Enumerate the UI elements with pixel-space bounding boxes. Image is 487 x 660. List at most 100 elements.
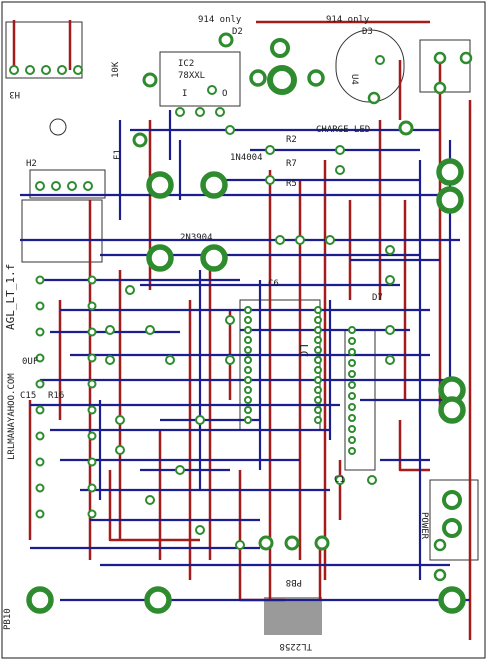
pad	[35, 431, 45, 441]
label-d2-note: 914 only	[198, 15, 242, 25]
pad	[9, 65, 19, 75]
pad	[307, 69, 325, 87]
pad	[265, 175, 275, 185]
pad	[105, 325, 115, 335]
pad	[87, 509, 97, 519]
pad	[314, 346, 322, 354]
label-10uf: 0UF	[22, 357, 38, 367]
pad	[433, 538, 447, 552]
label-pb10: PB10	[3, 608, 13, 630]
pad	[87, 327, 97, 337]
pad	[235, 540, 245, 550]
pad	[244, 356, 252, 364]
pad	[83, 181, 93, 191]
pad	[207, 85, 217, 95]
pad	[367, 91, 381, 105]
pad	[367, 475, 377, 485]
pad	[195, 107, 205, 117]
power-connector-outline	[429, 479, 479, 561]
header-h3-outline	[5, 21, 83, 79]
label-d2: D2	[232, 27, 243, 37]
pad	[348, 403, 356, 411]
label-h2: H2	[26, 159, 37, 169]
pad	[244, 406, 252, 414]
pad	[67, 181, 77, 191]
pad	[165, 355, 175, 365]
pad	[267, 65, 297, 95]
label-r7: R7	[286, 159, 297, 169]
pad	[195, 525, 205, 535]
pad	[244, 396, 252, 404]
top-layer-traces	[20, 110, 470, 602]
pad	[145, 495, 155, 505]
pad	[244, 366, 252, 374]
pad	[142, 72, 158, 88]
pad	[218, 32, 234, 48]
pad	[35, 275, 45, 285]
switch-outline	[419, 39, 471, 93]
pad	[73, 65, 83, 75]
pad	[87, 431, 97, 441]
pad	[314, 326, 322, 334]
label-d3-note: 914 only	[326, 15, 370, 25]
label-lc: LC	[297, 344, 310, 357]
pad	[145, 325, 155, 335]
pad	[132, 132, 148, 148]
pad	[87, 275, 97, 285]
pad	[200, 171, 228, 199]
label-d7: D7	[372, 293, 383, 303]
label-c15: C15	[20, 391, 36, 401]
label-author-email: LRLMANAYAHOO.COM	[7, 373, 17, 460]
pad	[398, 120, 414, 136]
pad	[87, 457, 97, 467]
pad	[284, 535, 300, 551]
pad	[314, 396, 322, 404]
label-d3: D3	[362, 27, 373, 37]
label-part-i: I	[182, 89, 187, 99]
label-c6: C6	[268, 279, 279, 289]
pad	[146, 171, 174, 199]
label-r2: R2	[286, 135, 297, 145]
pad	[35, 457, 45, 467]
pad	[335, 475, 345, 485]
pad	[225, 125, 235, 135]
label-tl2258: TL2258	[279, 641, 312, 651]
label-h3: H3	[9, 89, 20, 99]
label-pb8: PB8	[286, 577, 302, 587]
pad	[348, 381, 356, 389]
pad	[125, 285, 135, 295]
tl2258-block	[264, 597, 322, 635]
bottom-trace	[108, 470, 200, 542]
pad	[57, 65, 67, 75]
pad	[244, 376, 252, 384]
pad	[348, 359, 356, 367]
pad	[270, 38, 290, 58]
pad	[295, 235, 305, 245]
label-f1: F1	[113, 149, 123, 160]
pad	[335, 165, 345, 175]
pad	[438, 586, 466, 614]
pad	[314, 406, 322, 414]
pad	[375, 55, 385, 65]
label-ic2: IC2	[178, 59, 194, 69]
pad	[436, 186, 464, 214]
pad	[314, 376, 322, 384]
pad	[225, 315, 235, 325]
label-1n4004: 1N4004	[230, 153, 263, 163]
silkscreen-labels: 914 only D2 914 only D3 IC2 78XXL I O 10…	[3, 15, 429, 651]
pad	[314, 386, 322, 394]
component-pads	[9, 32, 473, 614]
pad	[87, 483, 97, 493]
pad	[265, 145, 275, 155]
pad	[348, 392, 356, 400]
label-2n3904: 2N3904	[180, 233, 213, 243]
pad	[314, 366, 322, 374]
connector-block-outline	[21, 199, 103, 263]
label-10k: 10K	[111, 61, 121, 78]
pad	[314, 316, 322, 324]
mount-hole	[49, 118, 67, 136]
pad	[244, 326, 252, 334]
pad	[433, 568, 447, 582]
